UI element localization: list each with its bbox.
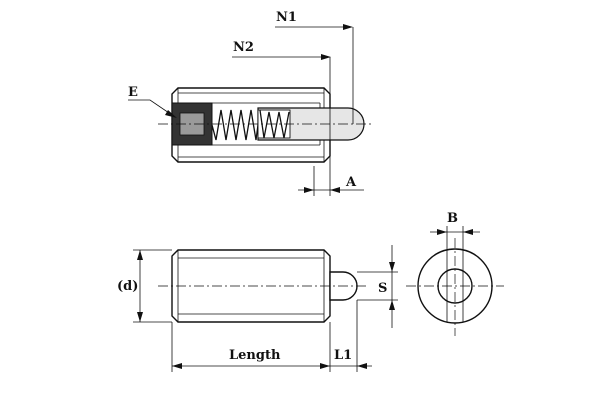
label-n1: N1 <box>276 10 297 25</box>
label-n2: N2 <box>233 40 254 55</box>
arrowhead-b-left <box>437 229 447 235</box>
spring-coil-inner <box>259 109 290 139</box>
label-b: B <box>447 211 458 226</box>
section-view: E N2 N1 A <box>128 10 374 196</box>
label-l1: L1 <box>334 348 352 363</box>
side-view: (d) S Length L1 <box>117 245 398 372</box>
arrowhead-length-left <box>172 363 182 369</box>
label-a: A <box>345 175 357 190</box>
arrowhead-n1 <box>343 24 353 30</box>
arrowhead-n2 <box>321 54 331 60</box>
label-s: S <box>378 281 387 296</box>
arrowhead-e <box>165 110 177 118</box>
arrowhead-length-right <box>320 363 330 369</box>
end-view: B <box>406 211 504 336</box>
arrowhead-l1-right <box>357 363 367 369</box>
arrowhead-d-bottom <box>137 312 143 322</box>
arrowhead-a-right <box>330 187 340 193</box>
label-d: (d) <box>117 279 138 294</box>
label-length: Length <box>229 348 281 363</box>
arrowhead-d-top <box>137 250 143 260</box>
arrowhead-a-left <box>304 187 314 193</box>
arrowhead-s-top <box>389 262 395 272</box>
arrowhead-b-right <box>463 229 473 235</box>
spring-coil <box>211 109 261 141</box>
label-e: E <box>128 85 138 100</box>
arrowhead-s-bottom <box>389 300 395 310</box>
leader-e <box>128 99 173 116</box>
